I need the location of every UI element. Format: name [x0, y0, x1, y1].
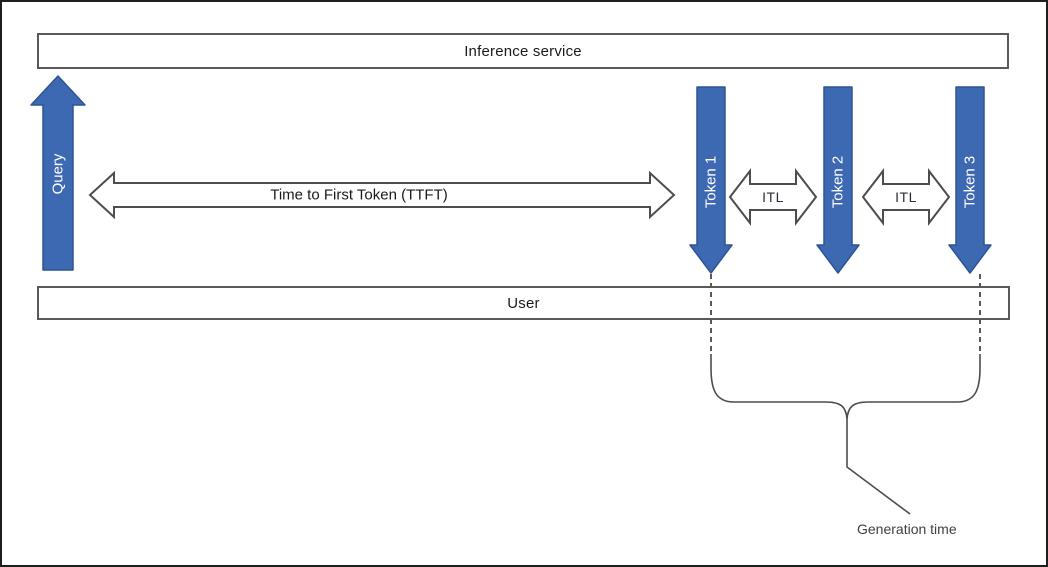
token-2-label: Token 2 — [829, 155, 847, 209]
itl-label-2: ITL — [895, 189, 917, 205]
token-1-label: Token 1 — [702, 155, 720, 209]
inference-service-bar: Inference service — [37, 33, 1009, 69]
token-3-label: Token 3 — [961, 155, 979, 209]
user-bar: User — [37, 286, 1010, 320]
generation-leader-line — [846, 419, 911, 515]
inference-service-label: Inference service — [464, 42, 582, 60]
generation-time-label: Generation time — [857, 521, 957, 537]
generation-brace — [710, 354, 981, 420]
itl-label-1: ITL — [762, 189, 784, 205]
query-label: Query — [49, 153, 67, 195]
ttft-label: Time to First Token (TTFT) — [270, 186, 448, 204]
user-label: User — [507, 294, 540, 312]
